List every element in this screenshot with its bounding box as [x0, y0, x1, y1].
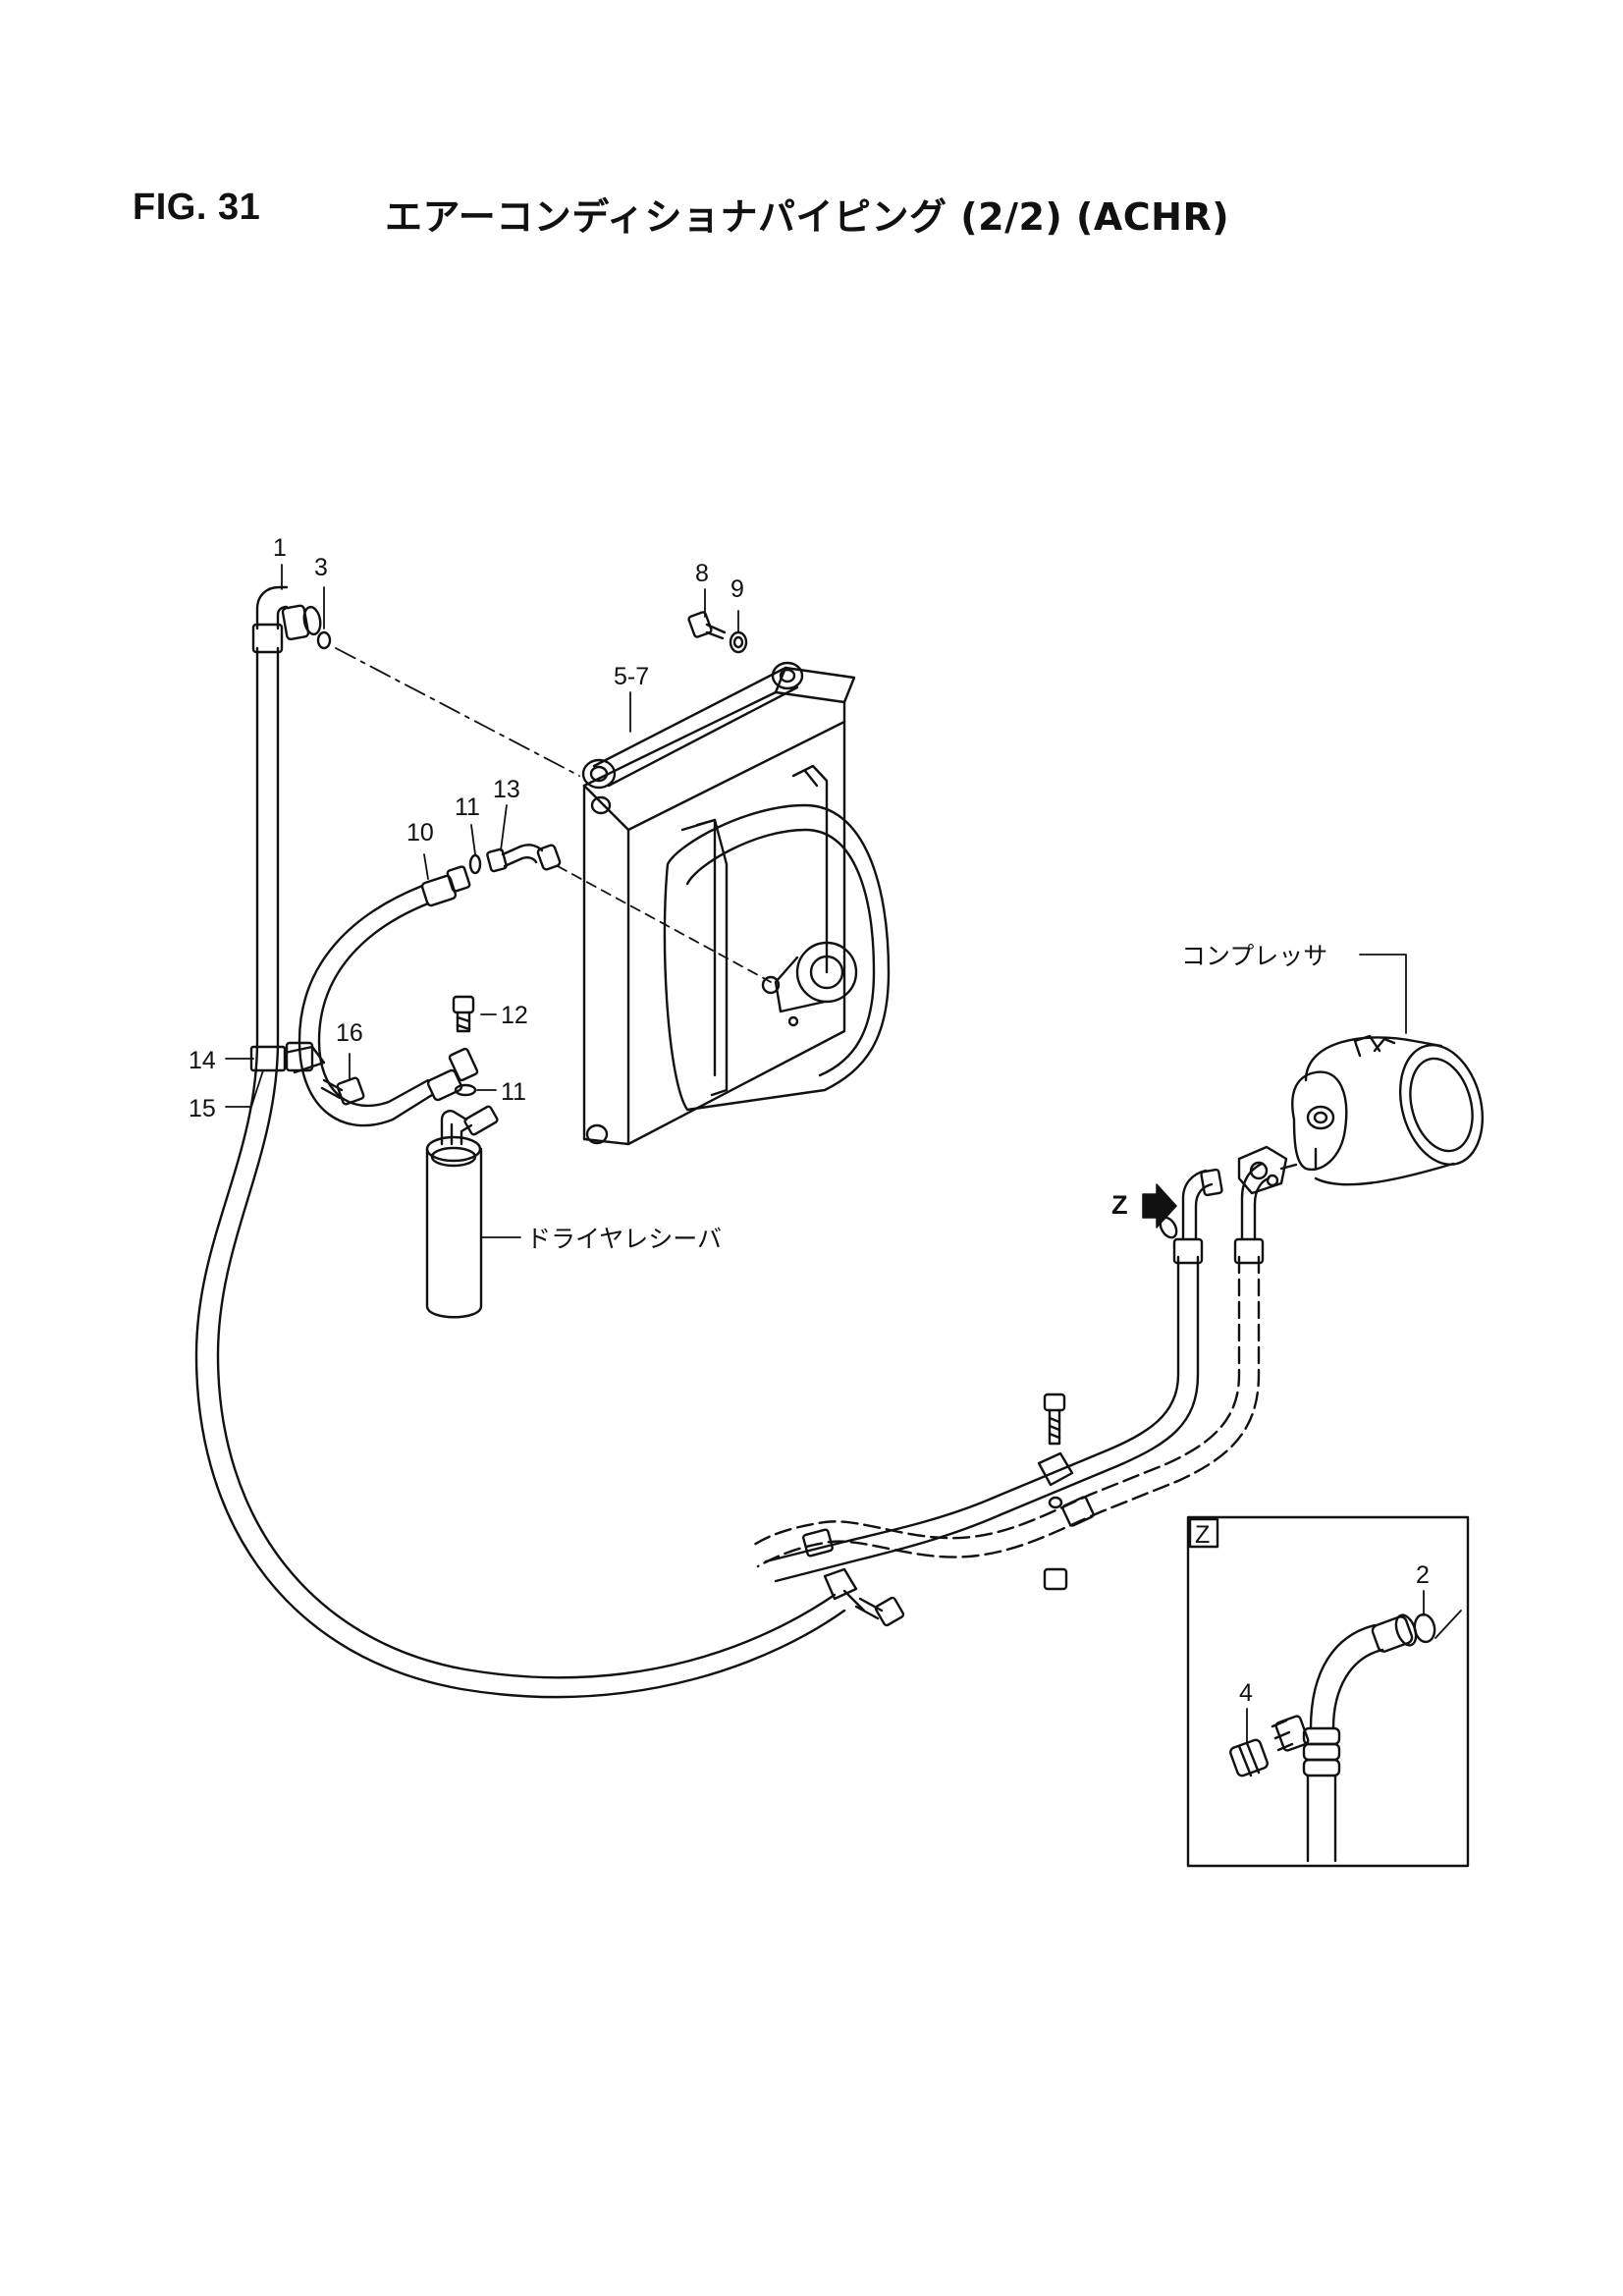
hose-clamp-lower: [823, 1567, 905, 1627]
callout-8: 8: [695, 560, 709, 587]
callout-16: 16: [336, 1019, 363, 1047]
o-ring-3: [316, 630, 332, 650]
o-ring-11-lower: [454, 1083, 477, 1097]
assembly-line-3: [335, 647, 580, 777]
callout-1: 1: [273, 534, 287, 562]
callout-4: 4: [1239, 1679, 1253, 1707]
callout-10: 10: [406, 819, 434, 847]
figure-title: エアーコンディショナパイピング (2/2) (ACHR): [385, 195, 1230, 239]
callout-15: 15: [189, 1095, 216, 1122]
callout-5-7: 5-7: [614, 663, 649, 690]
detail-view-z: [1186, 1515, 1470, 1868]
callout-3: 3: [314, 554, 328, 581]
compressor: [1291, 1034, 1485, 1186]
bolt-8: [687, 611, 727, 640]
callout-11-lower: 11: [501, 1078, 526, 1106]
compressor-manifold: [1237, 1145, 1298, 1195]
bolt-12: [452, 995, 475, 1033]
condenser: [581, 661, 891, 1146]
receiver-drier: [425, 1105, 499, 1319]
hose-clamp-center: [1037, 1393, 1074, 1591]
view-marker-z: Z: [1111, 1190, 1128, 1220]
view-arrow-z: [1142, 1183, 1177, 1229]
washer-9: [729, 630, 748, 654]
o-ring-11-upper: [468, 853, 482, 875]
hose-dashed: [749, 1255, 1261, 1568]
label-receiver-drier: ドライヤレシーバ: [526, 1225, 722, 1253]
callout-13: 13: [493, 776, 520, 803]
hose-solid-lower: [764, 1168, 1223, 1583]
callout-14: 14: [189, 1047, 216, 1074]
callout-11-upper: 11: [455, 793, 480, 821]
hose-1: [194, 585, 846, 1699]
callout-12: 12: [501, 1002, 528, 1029]
assembly-line-13: [557, 865, 772, 983]
hose-dashed-fittings: [802, 1162, 1271, 1558]
clamp-14-15: [249, 1041, 326, 1074]
label-compressor: コンプレッサ: [1181, 942, 1327, 970]
fitting-13: [486, 844, 562, 873]
leader-lines: [225, 564, 1462, 1744]
callout-2: 2: [1416, 1561, 1430, 1589]
hose-10: [298, 865, 479, 1127]
callout-9: 9: [730, 575, 744, 603]
detail-box-label: Z: [1195, 1521, 1210, 1549]
bolt-16: [320, 1076, 365, 1106]
figure-number: FIG. 31: [133, 187, 261, 228]
